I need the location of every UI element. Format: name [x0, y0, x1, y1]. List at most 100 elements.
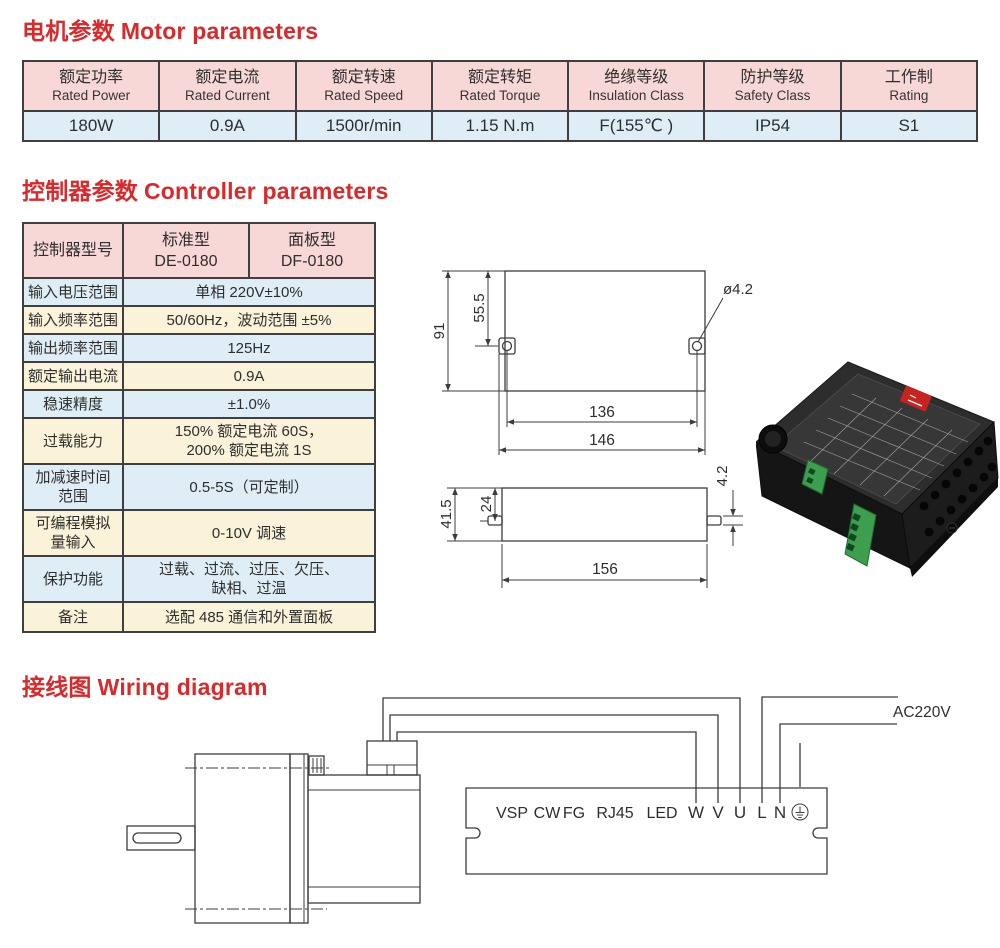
col-zh: 绝缘等级 — [604, 69, 669, 86]
controller-model-standard: 标准型 DE-0180 — [122, 222, 250, 279]
wiring-title-zh: 接线图 — [22, 674, 92, 700]
row-label: 保护功能 — [22, 555, 124, 603]
row-value: 50/60Hz，波动范围 ±5% — [122, 305, 376, 335]
col-en: Insulation Class — [588, 88, 684, 103]
row-label: 输入电压范围 — [22, 277, 124, 307]
col-en: Rated Current — [185, 88, 270, 103]
dim-136-label: 136 — [589, 404, 615, 421]
terminal-label-vsp: VSP — [496, 805, 528, 822]
col-en: Safety Class — [734, 88, 811, 103]
row-label: 可编程模拟 量输入 — [22, 509, 124, 557]
motor-centerlines — [185, 767, 330, 910]
motor-col-header: 额定转矩 Rated Torque — [430, 60, 570, 112]
terminal-label-rj45: RJ45 — [596, 805, 633, 822]
col-en: Rated Speed — [324, 88, 404, 103]
motor-title-en: Motor parameters — [120, 18, 319, 44]
controller-row: 可编程模拟 量输入 0-10V 调速 — [22, 509, 376, 557]
row-value: ±1.0% — [122, 389, 376, 419]
controller-table-header-row: 控制器型号 标准型 DE-0180 面板型 DF-0180 — [22, 222, 376, 279]
dim-136: 136 — [507, 404, 697, 425]
controller-title-en: Controller parameters — [144, 178, 389, 204]
row-label: 过载能力 — [22, 417, 124, 465]
terminal-label-w: W — [688, 803, 704, 822]
row-label: 加减速时间 范围 — [22, 463, 124, 511]
col-zh: 额定转速 — [331, 69, 396, 86]
motor-phase-wires — [382, 697, 741, 803]
dim-hole-dia-label: ø4.2 — [723, 281, 753, 298]
controller-parameters-table: 控制器型号 标准型 DE-0180 面板型 DF-0180 输入电压范围 单相 … — [22, 222, 376, 633]
dim-24-label: 24 — [478, 496, 495, 513]
dim-156-label: 156 — [592, 561, 618, 578]
power-source-label: AC220V — [893, 704, 951, 721]
controller-row: 稳速精度 ±1.0% — [22, 389, 376, 419]
dim-55-5-label: 55.5 — [471, 293, 488, 322]
wiring-diagram: AC220V VSP CW FG RJ45 LED W V U L N — [126, 696, 951, 924]
col-en: Rated Torque — [459, 88, 541, 103]
col-zh: 防护等级 — [740, 69, 805, 86]
motor-title-zh: 电机参数 — [22, 18, 115, 44]
row-value: 0.5-5S（可定制） — [122, 463, 376, 511]
dim-55-5: 55.5 — [471, 271, 498, 347]
terminal-label-fg: FG — [563, 805, 585, 822]
controller-row: 输出频率范围 125Hz — [22, 333, 376, 363]
controller-row: 过载能力 150% 额定电流 60S， 200% 额定电流 1S — [22, 417, 376, 465]
row-value: 0-10V 调速 — [122, 509, 376, 557]
protective-earth-icon — [791, 803, 809, 821]
dim-24: 24 — [478, 488, 498, 522]
terminal-label-led: LED — [646, 805, 677, 822]
photo-brand-logo — [900, 385, 932, 412]
col-zh: 额定功率 — [59, 69, 124, 86]
row-value: 125Hz — [122, 333, 376, 363]
motor-outline — [126, 753, 421, 924]
col-en: Rated Power — [52, 88, 131, 103]
dim-91-label: 91 — [431, 323, 448, 340]
side-view-outline — [447, 487, 722, 542]
row-value: 150% 额定电流 60S， 200% 额定电流 1S — [122, 417, 376, 465]
dim-146: 146 — [499, 432, 705, 453]
controller-model-panel: 面板型 DF-0180 — [248, 222, 376, 279]
motor-value-cell: 0.9A — [158, 110, 297, 142]
controller-row: 备注 选配 485 通信和外置面板 — [22, 601, 376, 633]
col-zh: 额定转矩 — [467, 69, 532, 86]
motor-value-cell: IP54 — [703, 110, 842, 142]
dim-4-2: 4.2 — [714, 466, 743, 546]
motor-col-header: 额定功率 Rated Power — [21, 60, 161, 112]
motor-value-cell: F(155℃ ) — [567, 110, 706, 142]
terminal-label-n: N — [774, 803, 786, 822]
motor-junction-box — [366, 740, 418, 776]
photo-terminal-block — [801, 459, 877, 567]
photo-vent-holes — [919, 436, 997, 537]
row-label: 稳速精度 — [22, 389, 124, 419]
controller-board: VSP CW FG RJ45 LED W V U L N — [465, 787, 828, 875]
motor-col-header: 防护等级 Safety Class — [703, 60, 842, 112]
dim-156: 156 — [501, 544, 708, 588]
power-wires — [761, 696, 898, 803]
dim-4-2-label: 4.2 — [714, 466, 731, 487]
controller-row: 输入频率范围 50/60Hz，波动范围 ±5% — [22, 305, 376, 335]
motor-value-cell: 1500r/min — [294, 110, 433, 142]
dim-146-label: 146 — [589, 432, 615, 449]
photo-screw — [946, 522, 958, 534]
row-label: 输出频率范围 — [22, 333, 124, 363]
row-label: 备注 — [22, 601, 124, 633]
wiring-title-en: Wiring diagram — [97, 674, 268, 700]
dim-41-5-label: 41.5 — [438, 499, 455, 528]
row-label: 额定输出电流 — [22, 361, 124, 391]
terminal-label-cw: CW — [534, 805, 562, 822]
controller-title-zh: 控制器参数 — [22, 178, 138, 204]
motor-bolt — [308, 755, 325, 776]
controller-model-label: 控制器型号 — [22, 222, 124, 279]
row-value: 过载、过流、过压、欠压、 缺相、过温 — [122, 555, 376, 603]
top-view-outline — [442, 270, 706, 455]
terminal-label-l: L — [757, 803, 766, 822]
col-zh: 工作制 — [884, 69, 933, 86]
row-label: 输入频率范围 — [22, 305, 124, 335]
